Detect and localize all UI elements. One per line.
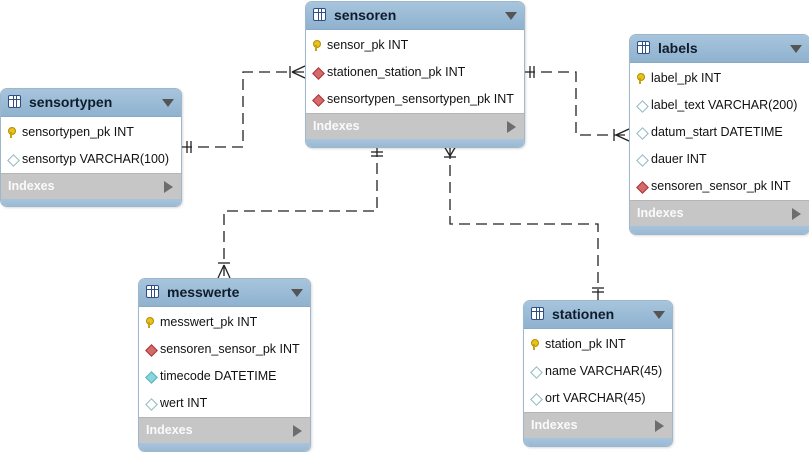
column-icon [530, 393, 543, 406]
column-row[interactable]: wert INT [139, 390, 310, 417]
column-row[interactable]: stationen_station_pk INT [306, 59, 524, 86]
table-name: stationen [552, 306, 615, 322]
column-row[interactable]: sensor_pk INT [306, 32, 524, 59]
column-row[interactable]: label_pk INT [630, 65, 809, 92]
foreign-key-icon [312, 67, 325, 80]
column-icon [530, 366, 543, 379]
primary-key-icon [637, 73, 645, 84]
foreign-key-icon [145, 344, 158, 357]
column-icon [636, 127, 649, 140]
indexes-section[interactable]: Indexes [524, 412, 672, 438]
indexes-section[interactable]: Indexes [1, 173, 181, 199]
indexes-section[interactable]: Indexes [139, 417, 310, 443]
not-null-column-icon [145, 371, 158, 384]
foreign-key-icon [636, 181, 649, 194]
column-icon [636, 154, 649, 167]
column-row[interactable]: station_pk INT [524, 331, 672, 358]
relationship-sensortypen-sensoren [181, 71, 305, 148]
table-name: sensoren [334, 7, 397, 23]
table-footer [630, 226, 809, 234]
column-row[interactable]: sensortypen_sensortypen_pk INT [306, 86, 524, 113]
column-row[interactable]: label_text VARCHAR(200) [630, 92, 809, 119]
expand-arrow-icon[interactable] [507, 121, 516, 133]
table-name: messwerte [167, 284, 240, 300]
table-icon [637, 41, 650, 54]
primary-key-icon [313, 40, 321, 51]
table-messwerte[interactable]: messwerte messwert_pk INT sensoren_senso… [138, 278, 311, 452]
relationship-sensoren-labels [524, 71, 629, 136]
table-icon [531, 307, 544, 320]
column-icon [7, 154, 20, 167]
table-footer [139, 443, 310, 451]
indexes-section[interactable]: Indexes [306, 113, 524, 139]
table-header[interactable]: sensortypen [1, 89, 181, 117]
table-footer [306, 139, 524, 147]
collapse-arrow-icon[interactable] [653, 311, 665, 319]
collapse-arrow-icon[interactable] [291, 289, 303, 297]
column-icon [636, 100, 649, 113]
column-row[interactable]: name VARCHAR(45) [524, 358, 672, 385]
table-header[interactable]: messwerte [139, 279, 310, 307]
collapse-arrow-icon[interactable] [790, 45, 802, 53]
relationship-stationen-sensoren [449, 146, 599, 300]
table-labels[interactable]: labels label_pk INT label_text VARCHAR(2… [629, 34, 809, 235]
primary-key-icon [531, 339, 539, 350]
column-row[interactable]: dauer INT [630, 146, 809, 173]
table-footer [524, 438, 672, 446]
column-row[interactable]: sensortypen_pk INT [1, 119, 181, 146]
table-sensortypen[interactable]: sensortypen sensortypen_pk INT sensortyp… [0, 88, 182, 207]
primary-key-icon [146, 317, 154, 328]
column-row[interactable]: sensoren_sensor_pk INT [630, 173, 809, 200]
expand-arrow-icon[interactable] [792, 208, 801, 220]
relationship-sensoren-messwerte [223, 146, 378, 278]
table-icon [8, 95, 21, 108]
collapse-arrow-icon[interactable] [162, 99, 174, 107]
foreign-key-icon [312, 94, 325, 107]
expand-arrow-icon[interactable] [293, 425, 302, 437]
column-row[interactable]: timecode DATETIME [139, 363, 310, 390]
indexes-section[interactable]: Indexes [630, 200, 809, 226]
column-row[interactable]: datum_start DATETIME [630, 119, 809, 146]
primary-key-icon [8, 127, 16, 138]
table-icon [313, 8, 326, 21]
column-icon [145, 398, 158, 411]
table-stationen[interactable]: stationen station_pk INT name VARCHAR(45… [523, 300, 673, 447]
table-icon [146, 285, 159, 298]
table-name: labels [658, 40, 698, 56]
column-row[interactable]: sensortyp VARCHAR(100) [1, 146, 181, 173]
expand-arrow-icon[interactable] [164, 181, 173, 193]
table-sensoren[interactable]: sensoren sensor_pk INT stationen_station… [305, 1, 525, 148]
column-row[interactable]: messwert_pk INT [139, 309, 310, 336]
table-header[interactable]: stationen [524, 301, 672, 329]
table-header[interactable]: labels [630, 35, 809, 63]
table-footer [1, 199, 181, 206]
table-header[interactable]: sensoren [306, 2, 524, 30]
column-row[interactable]: sensoren_sensor_pk INT [139, 336, 310, 363]
expand-arrow-icon[interactable] [655, 420, 664, 432]
collapse-arrow-icon[interactable] [505, 12, 517, 20]
table-name: sensortypen [29, 94, 113, 110]
column-row[interactable]: ort VARCHAR(45) [524, 385, 672, 412]
